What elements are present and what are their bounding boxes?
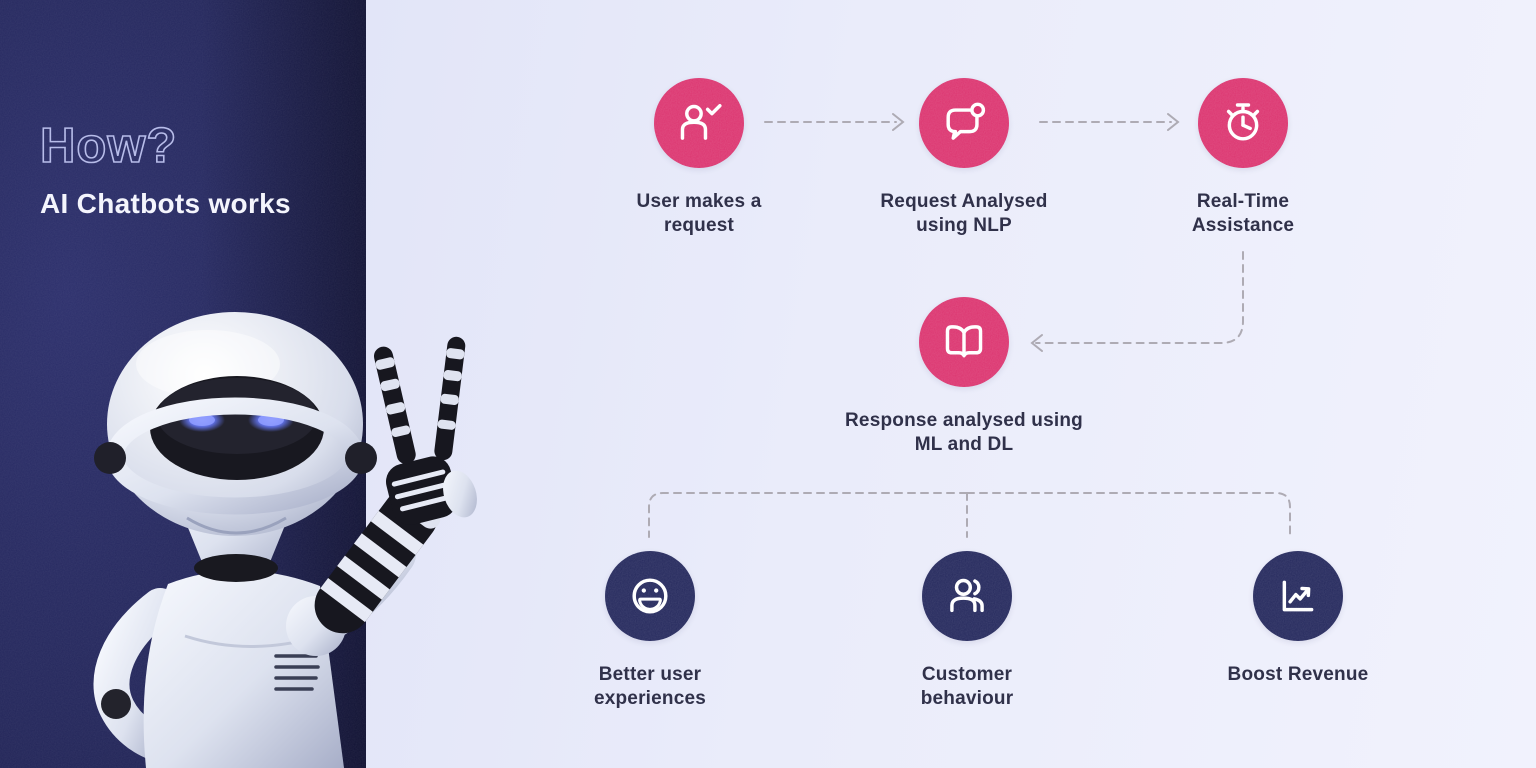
outcome-label: Customer behaviour (920, 664, 1014, 709)
outcome-label: Boost Revenue (1227, 664, 1369, 685)
outcome-circle (922, 551, 1012, 641)
outcome-circle (1253, 551, 1343, 641)
user-check-icon (680, 104, 722, 140)
smiley-icon (632, 578, 668, 614)
page-title: AI Chatbots works (40, 187, 291, 219)
stopwatch-icon (1226, 103, 1260, 141)
flow-step-nlp-analysis: Request Analysed using NLP (849, 78, 1079, 238)
step-label: Request Analysed using NLP (880, 191, 1048, 236)
flow-step-user-request: User makes a request (584, 78, 814, 238)
step-label: Response analysed using ML and DL (845, 410, 1083, 455)
users-icon (950, 578, 984, 613)
robot-illustration-svg (93, 312, 477, 768)
chat-bubble-icon (946, 102, 986, 140)
step-circle (919, 297, 1009, 387)
flow-outcome-user-experience: Better user experiences (535, 551, 765, 711)
flow-step-ml-dl: Response analysed using ML and DL (834, 297, 1094, 457)
step-label: User makes a request (636, 191, 762, 236)
step-circle (1198, 78, 1288, 168)
title-block: How? AI Chatbots works (39, 118, 291, 220)
flow-outcome-customer-behaviour: Customer behaviour (852, 551, 1082, 711)
outcome-circle (605, 551, 695, 641)
chart-up-icon (1282, 580, 1314, 612)
step-circle (654, 78, 744, 168)
robot-peace-sign-illustration (90, 306, 495, 768)
flow-outcome-boost-revenue: Boost Revenue (1183, 551, 1413, 687)
page-title-outline: How? (39, 118, 178, 173)
step-label: Real-Time Assistance (1191, 191, 1295, 236)
open-book-icon (945, 325, 983, 358)
flow-step-real-time: Real-Time Assistance (1128, 78, 1358, 238)
step-circle (919, 78, 1009, 168)
outcome-label: Better user experiences (593, 664, 707, 709)
